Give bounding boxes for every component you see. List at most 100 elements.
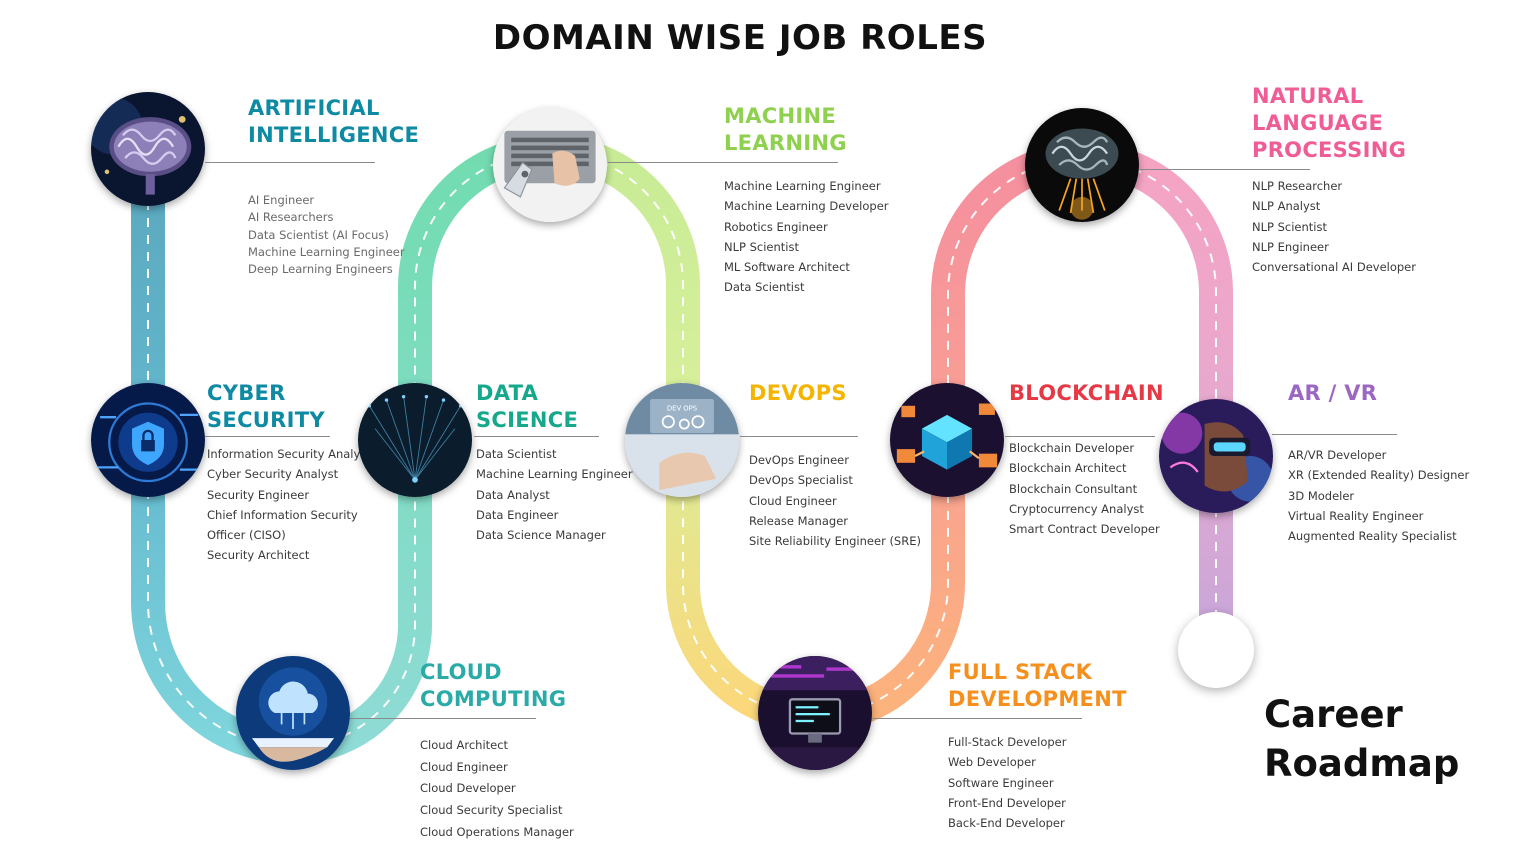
list-item: Data Scientist (AI Focus) <box>248 227 389 242</box>
list-item: NLP Scientist <box>724 239 799 254</box>
data-science-heading: DATA SCIENCE <box>476 381 579 432</box>
data-science-roles: Data Scientist Machine Learning Engineer… <box>476 444 633 545</box>
list-item: Machine Learning Engineer <box>724 179 881 193</box>
list-item: Robotics Engineer <box>724 219 828 234</box>
devops-image-label: DEV OPS <box>667 404 697 412</box>
fullstack-node <box>758 656 872 770</box>
list-item: Data Scientist <box>724 280 805 295</box>
nlp-node <box>1025 108 1139 222</box>
list-item: Cloud Security Specialist <box>420 803 563 818</box>
cyber-roles: Information Security Analyst Cyber Secur… <box>207 444 371 566</box>
arvr-roles: AR/VR Developer XR (Extended Reality) De… <box>1288 445 1469 546</box>
fullstack-heading: FULL STACK DEVELOPMENT <box>948 660 1127 711</box>
list-item: Data Analyst <box>476 487 550 502</box>
list-item: Smart Contract Developer <box>1009 522 1160 537</box>
list-item: 3D Modeler <box>1288 488 1355 503</box>
shield-lock-icon <box>91 383 205 497</box>
list-item: Deep Learning Engineers <box>248 262 393 277</box>
list-item: Data Scientist <box>476 447 557 461</box>
ai-roles: AI Engineer AI Researchers Data Scientis… <box>248 192 405 278</box>
list-item: NLP Engineer <box>1252 239 1329 254</box>
ml-heading: MACHINE LEARNING <box>724 104 847 155</box>
cyber-divider <box>205 436 330 437</box>
robot-hand-laptop-icon <box>493 108 607 222</box>
arvr-heading: AR / VR <box>1288 381 1378 405</box>
list-item: Cloud Architect <box>420 738 509 752</box>
list-item: Web Developer <box>948 755 1036 770</box>
cyber-heading: CYBER SECURITY <box>207 381 325 432</box>
blockchain-node <box>890 383 1004 497</box>
vr-headset-icon <box>1159 399 1273 513</box>
code-monitor-icon <box>758 656 872 770</box>
ai-heading: ARTIFICIAL INTELLIGENCE <box>248 96 420 147</box>
nlp-divider <box>1140 169 1310 170</box>
fullstack-divider <box>872 718 1082 719</box>
brain-circuit-icon <box>91 92 205 206</box>
data-science-node <box>358 383 472 497</box>
list-item: NLP Analyst <box>1252 199 1321 214</box>
list-item: AI Engineer <box>248 193 315 207</box>
blockchain-heading: BLOCKCHAIN <box>1009 381 1164 405</box>
nlp-roles: NLP Researcher NLP Analyst NLP Scientist… <box>1252 176 1416 277</box>
list-item: Software Engineer <box>948 775 1054 790</box>
list-item: DevOps Specialist <box>749 473 853 488</box>
blockchain-roles: Blockchain Developer Blockchain Architec… <box>1009 438 1160 539</box>
list-item: DevOps Engineer <box>749 453 849 467</box>
list-item: Site Reliability Engineer (SRE) <box>749 534 921 549</box>
list-item: Security Architect <box>207 548 310 563</box>
list-item: NLP Researcher <box>1252 179 1343 193</box>
list-item: Augmented Reality Specialist <box>1288 529 1457 544</box>
list-item: Data Engineer <box>476 507 559 522</box>
list-item: Virtual Reality Engineer <box>1288 508 1424 523</box>
cloud-roles: Cloud Architect Cloud Engineer Cloud Dev… <box>420 735 574 843</box>
ml-roles: Machine Learning Engineer Machine Learni… <box>724 176 889 298</box>
list-item: Cloud Engineer <box>749 493 837 508</box>
ai-node <box>91 92 205 206</box>
roadmap-end-node <box>1178 612 1254 688</box>
ml-divider <box>608 162 838 163</box>
arvr-divider <box>1272 434 1397 435</box>
list-item: Machine Learning Developer <box>724 199 889 214</box>
list-item: AI Researchers <box>248 210 334 225</box>
cloud-node <box>236 656 350 770</box>
data-network-icon <box>358 383 472 497</box>
list-item: Cloud Operations Manager <box>420 824 574 839</box>
list-item: Machine Learning Engineer <box>248 244 405 259</box>
cloud-heading: CLOUD COMPUTING <box>420 660 567 711</box>
list-item: Cryptocurrency Analyst <box>1009 501 1144 516</box>
fullstack-roles: Full-Stack Developer Web Developer Softw… <box>948 732 1066 833</box>
data-science-divider <box>474 436 599 437</box>
glowing-brain-icon <box>1025 108 1139 222</box>
cloud-divider <box>350 718 536 719</box>
devops-node: DEV OPS <box>625 383 739 497</box>
list-item: Blockchain Architect <box>1009 461 1127 476</box>
list-item: AR/VR Developer <box>1288 448 1387 462</box>
arvr-node <box>1159 399 1273 513</box>
devops-heading: DEVOPS <box>749 381 847 405</box>
blockchain-divider <box>1005 436 1155 437</box>
list-item: Front-End Developer <box>948 795 1066 810</box>
devops-roles: DevOps Engineer DevOps Specialist Cloud … <box>749 450 921 551</box>
list-item: XR (Extended Reality) Designer <box>1288 468 1470 483</box>
devops-divider <box>740 436 858 437</box>
list-item: Machine Learning Engineer <box>476 467 633 482</box>
list-item: Conversational AI Developer <box>1252 260 1416 275</box>
nlp-heading: NATURAL LANGUAGE PROCESSING <box>1252 84 1407 162</box>
list-item: Full-Stack Developer <box>948 735 1067 749</box>
list-item: Officer (CISO) <box>207 528 286 543</box>
list-item: Information Security Analyst <box>207 447 371 461</box>
career-roadmap-label: Career Roadmap <box>1264 693 1460 785</box>
list-item: Cloud Developer <box>420 781 516 796</box>
ai-divider <box>205 162 375 163</box>
list-item: ML Software Architect <box>724 260 850 275</box>
list-item: Data Science Manager <box>476 528 606 543</box>
list-item: Cyber Security Analyst <box>207 467 339 482</box>
list-item: Blockchain Developer <box>1009 441 1135 455</box>
ml-node <box>493 108 607 222</box>
cyber-node <box>91 383 205 497</box>
list-item: Chief Information Security <box>207 507 358 522</box>
list-item: Blockchain Consultant <box>1009 481 1138 496</box>
list-item: Security Engineer <box>207 487 310 502</box>
list-item: NLP Scientist <box>1252 219 1327 234</box>
blockchain-cubes-icon <box>890 383 1004 497</box>
